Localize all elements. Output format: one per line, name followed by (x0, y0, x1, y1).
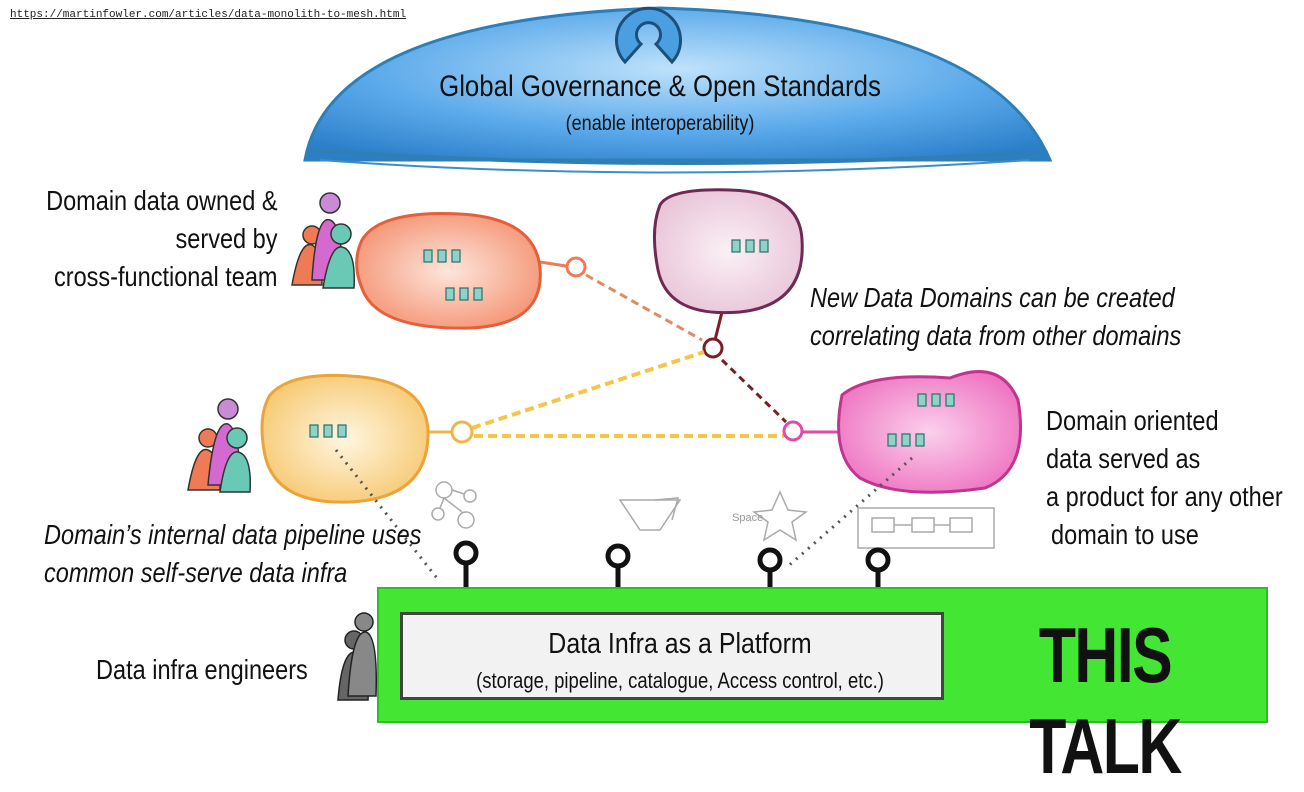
open-source-icon (615, 6, 682, 65)
platform-box (400, 612, 944, 700)
this-talk-text: THIS TALK (1029, 611, 1182, 790)
label-new-domains: New Data Domains can be created correlat… (810, 282, 1182, 351)
domain-purple (652, 188, 804, 315)
label-infra-engineers: Data infra engineers (96, 654, 308, 685)
connector-yellow (428, 350, 784, 444)
label-domain-oriented: Domain oriented data served as a product… (1046, 405, 1283, 550)
platform-hooks (453, 540, 891, 594)
connector-orange (539, 256, 703, 342)
platform-title: Data Infra as a Platform (548, 628, 812, 660)
label-internal-pipeline: Domain’s internal data pipeline uses com… (44, 519, 422, 588)
connector-purple (702, 311, 788, 424)
governance-title: Global Governance & Open Standards (439, 70, 881, 103)
domain-yellow (260, 373, 430, 504)
label-domain-owned: Domain data owned & served by cross-func… (46, 185, 279, 292)
platform-sketches (431, 481, 995, 549)
team-icon-orange-domain (291, 192, 355, 289)
governance-dome (303, 6, 1053, 174)
connector-pink (782, 420, 838, 442)
source-url[interactable]: https://martinfowler.com/articles/data-m… (10, 9, 407, 21)
platform-subtitle: (storage, pipeline, catalogue, Access co… (476, 668, 884, 693)
sketch-label: Space (732, 512, 764, 524)
domain-orange (355, 212, 542, 330)
team-icon-yellow-domain (187, 398, 251, 493)
governance-subtitle: (enable interoperability) (565, 112, 755, 135)
domain-pink (837, 370, 1022, 494)
engineers-icon (337, 612, 378, 701)
